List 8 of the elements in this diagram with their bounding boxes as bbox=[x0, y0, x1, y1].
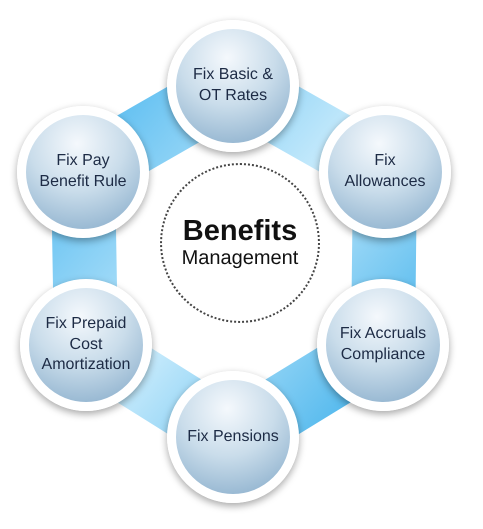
topic-label: Fix Pay Benefit Rule bbox=[38, 151, 128, 192]
hub-title: Benefits bbox=[182, 216, 298, 246]
topic-label: Fix Accruals Compliance bbox=[338, 324, 428, 365]
topic-label: Fix Pensions bbox=[187, 426, 279, 447]
topic-label: Fix Prepaid Cost Amortization bbox=[40, 314, 132, 376]
hub-subtitle: Management bbox=[182, 246, 298, 270]
topic-label: Fix Allowances bbox=[344, 151, 426, 192]
topic-label: Fix Basic & OT Rates bbox=[192, 65, 274, 106]
